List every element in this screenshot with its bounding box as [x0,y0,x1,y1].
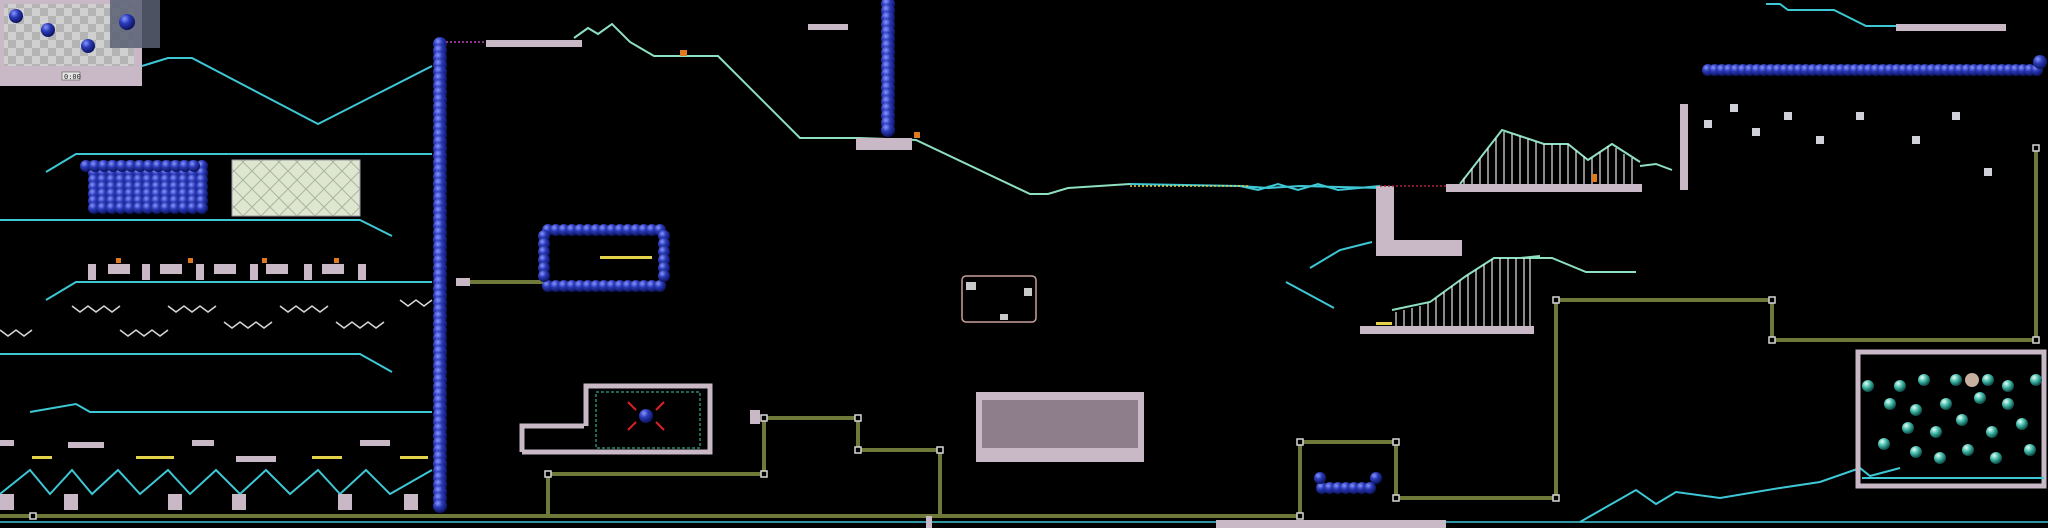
ball-sprite [1364,482,1376,494]
ball-sprite [98,160,110,172]
ball-sprite [178,202,190,214]
ball-sprite [881,123,895,137]
ball-sprite [107,160,119,172]
ball-sprite [160,202,172,214]
bubble-room [1855,349,2047,489]
tile-panel [231,159,361,217]
ball-sprite [41,23,55,37]
ball-sprite [106,202,118,214]
ball-sprite [142,202,154,214]
ball-sprite [1370,472,1382,484]
ball-sprite [88,202,100,214]
ball-sprite [115,202,127,214]
ball-sprite [81,39,95,53]
ball-sprite [170,160,182,172]
ledge-row [88,264,366,280]
orange-block-icon [116,50,1597,263]
ball-sprite [196,202,208,214]
ball-sprite [125,160,137,172]
framed-box [961,275,1037,323]
yellow-bar-icon [32,256,1392,459]
ball-sprite [1314,472,1326,484]
ball-sprite [161,160,173,172]
fence-ramp-icon [1391,128,1641,326]
ball-sprite [133,202,145,214]
ball-sprite [89,160,101,172]
ball-sprite [433,499,447,513]
ball-sprite [151,202,163,214]
preview-panel[interactable]: 0:00 [0,0,160,86]
blue-ball-icon [80,0,2047,513]
ball-sprite [152,160,164,172]
gray-room [976,392,1144,462]
zigzag-rails [0,299,433,337]
platforms [456,24,2006,528]
ball-sprite [187,202,199,214]
ball-sprite [97,202,109,214]
ball-sprite [2033,55,2047,69]
preview-timer: 0:00 [64,73,81,81]
teal-bubble-icon [1862,373,2042,464]
ball-sprite [124,202,136,214]
ball-sprite [188,160,200,172]
ball-sprite [169,202,181,214]
ball-sprite [80,160,92,172]
red-spider-icon [627,401,665,431]
ball-sprite [134,160,146,172]
ball-sprite [116,160,128,172]
ball-sprite [119,14,135,30]
ball-sprite [538,270,550,282]
pipe-joints [29,144,2040,520]
ball-sprite [179,160,191,172]
dashed-walkways [446,41,1446,187]
ball-sprite [658,270,670,282]
ball-sprite [654,280,666,292]
small-blocks [0,410,760,510]
spider-room [519,383,713,455]
ball-sprite [143,160,155,172]
ball-sprite [9,9,23,23]
